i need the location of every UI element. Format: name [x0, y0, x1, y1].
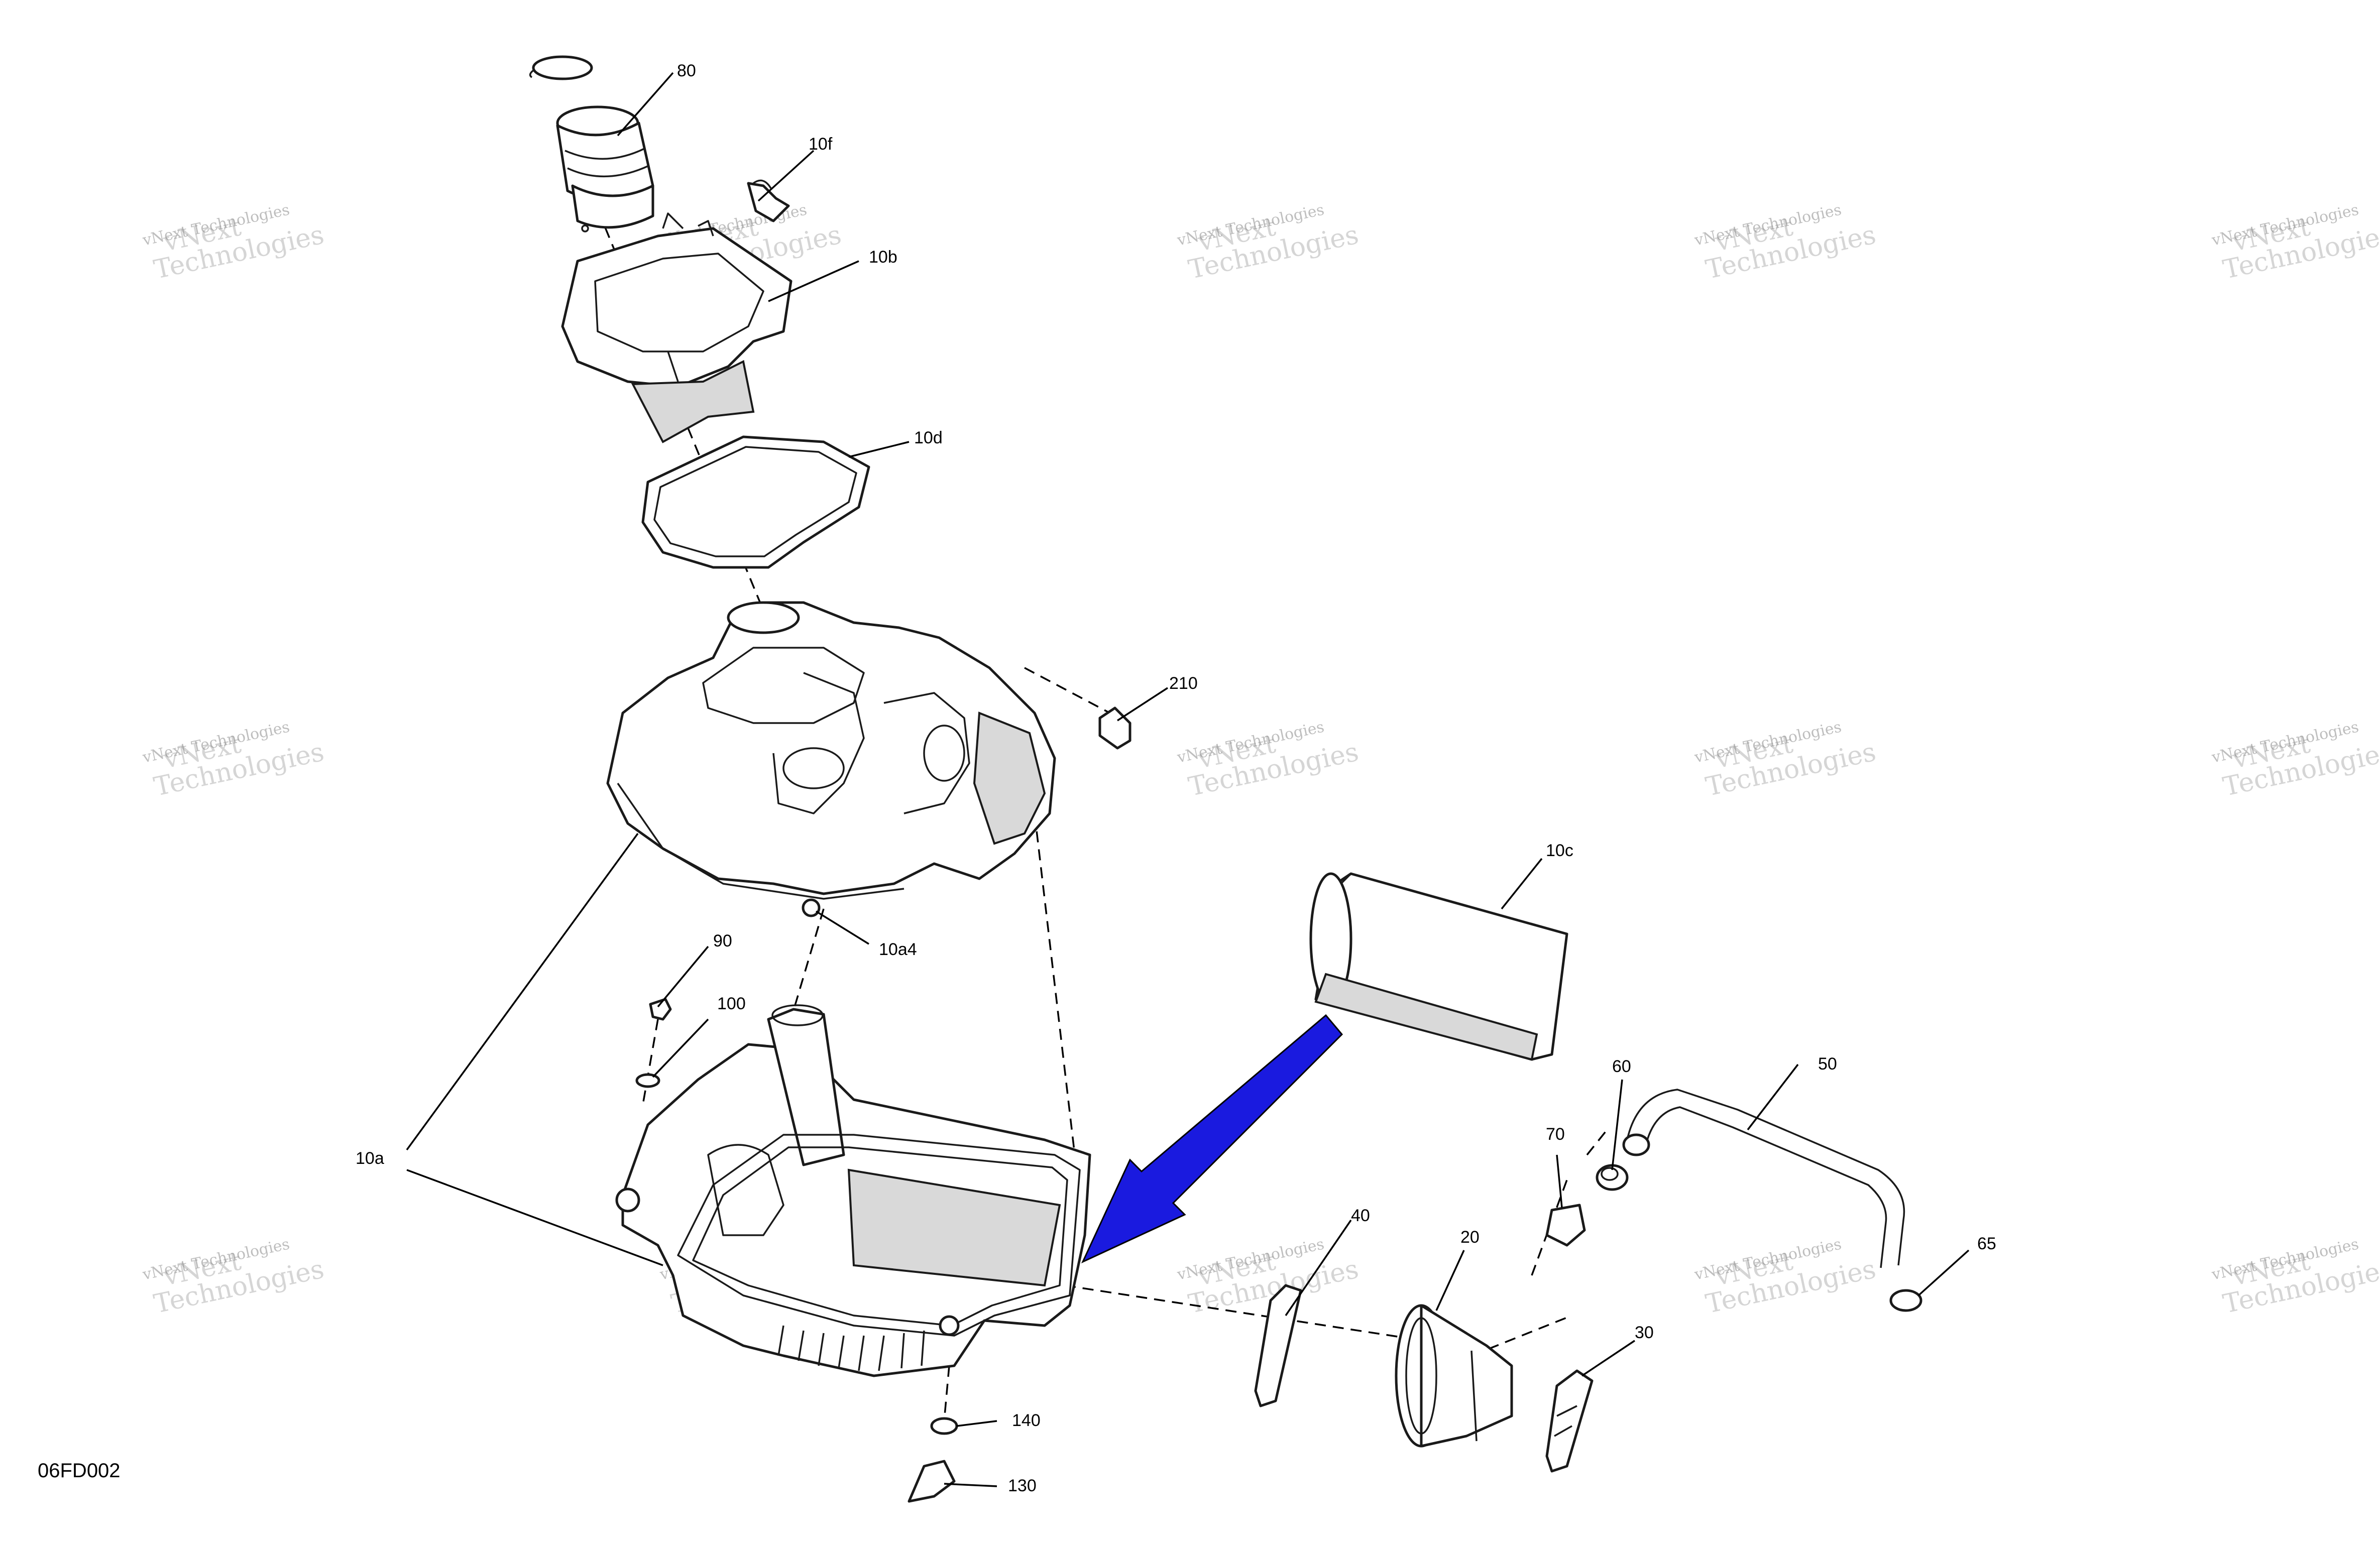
- part-50-hose: [1622, 1089, 1905, 1268]
- watermark: vNext Technologies vNext Technologies: [2210, 1235, 2380, 1319]
- part-90-screw: [649, 998, 672, 1021]
- watermark: vNext Technologies vNext Technologies: [2210, 718, 2380, 802]
- watermark: vNext Technologies vNext Technologies: [1692, 1235, 1878, 1319]
- watermark: vNext Technologies vNext Technologies: [1692, 201, 1878, 285]
- callout-100: 100: [717, 994, 746, 1013]
- watermark: vNext Technologies vNext Technologies: [141, 201, 326, 285]
- callout-50: 50: [1818, 1054, 1837, 1074]
- callout-65: 65: [1977, 1234, 1996, 1253]
- part-40-clamp: [1254, 1284, 1302, 1407]
- watermark: vNext Technologies vNext Technologies: [1175, 718, 1361, 802]
- part-80-intake-boot: [529, 55, 654, 232]
- part-60-plug: [1596, 1164, 1629, 1191]
- part-130-drain-valve: [908, 1460, 956, 1503]
- watermark: vNext Technologies vNext Technologies: [2210, 201, 2380, 285]
- part-10a-lower-airbox: [615, 1004, 1091, 1377]
- callout-20: 20: [1460, 1228, 1480, 1247]
- callout-40: 40: [1351, 1206, 1370, 1225]
- callout-140: 140: [1012, 1411, 1041, 1430]
- callout-10a4: 10a4: [879, 940, 917, 959]
- callout-10a: 10a: [356, 1149, 384, 1168]
- part-10d-gasket: [641, 435, 870, 569]
- callout-labels: 80 10f 10b 10d 210 10c 10a4 90 100 10a 6…: [356, 61, 1996, 1495]
- callout-90: 90: [713, 931, 732, 951]
- install-direction-arrow: [1081, 1014, 1343, 1264]
- callout-10c: 10c: [1546, 841, 1573, 860]
- part-100-washer: [635, 1073, 660, 1088]
- callout-210: 210: [1169, 674, 1198, 693]
- callout-130: 130: [1008, 1476, 1037, 1495]
- watermark: vNext Technologies vNext Technologies: [1175, 1235, 1361, 1319]
- upper-airbox-housing: [606, 601, 1056, 900]
- watermarks: vNext Technologies vNext Technologies vN…: [141, 201, 2380, 1319]
- callout-10b: 10b: [869, 248, 897, 267]
- callout-80: 80: [677, 61, 696, 80]
- document-reference: 06FD002: [38, 1460, 121, 1482]
- install-arrow-shape: [1081, 1014, 1343, 1264]
- watermark: vNext Technologies vNext Technologies: [141, 718, 326, 802]
- part-10c-air-filter: [1309, 872, 1568, 1061]
- watermark: vNext Technologies vNext Technologies: [1692, 718, 1878, 802]
- callout-10f: 10f: [809, 135, 833, 154]
- part-140-o-ring: [930, 1417, 958, 1435]
- part-65-clamp: [1889, 1289, 1922, 1312]
- watermark: vNext Technologies vNext Technologies: [141, 1235, 326, 1319]
- callout-10d: 10d: [914, 428, 943, 447]
- leader-lines: [406, 72, 1970, 1487]
- part-10f-latch: [747, 179, 790, 222]
- part-30-hose-clamp: [1545, 1369, 1594, 1473]
- callout-30: 30: [1635, 1323, 1654, 1342]
- part-210-clip: [1098, 706, 1131, 750]
- part-10a4-grommet: [802, 898, 821, 917]
- part-70-fitting: [1545, 1204, 1586, 1247]
- callout-60: 60: [1612, 1057, 1631, 1076]
- part-20-intake-adapter: [1395, 1304, 1513, 1448]
- callout-70: 70: [1546, 1125, 1565, 1144]
- part-10b-airbox-cover: [561, 212, 792, 443]
- watermark: vNext Technologies vNext Technologies: [1175, 201, 1361, 285]
